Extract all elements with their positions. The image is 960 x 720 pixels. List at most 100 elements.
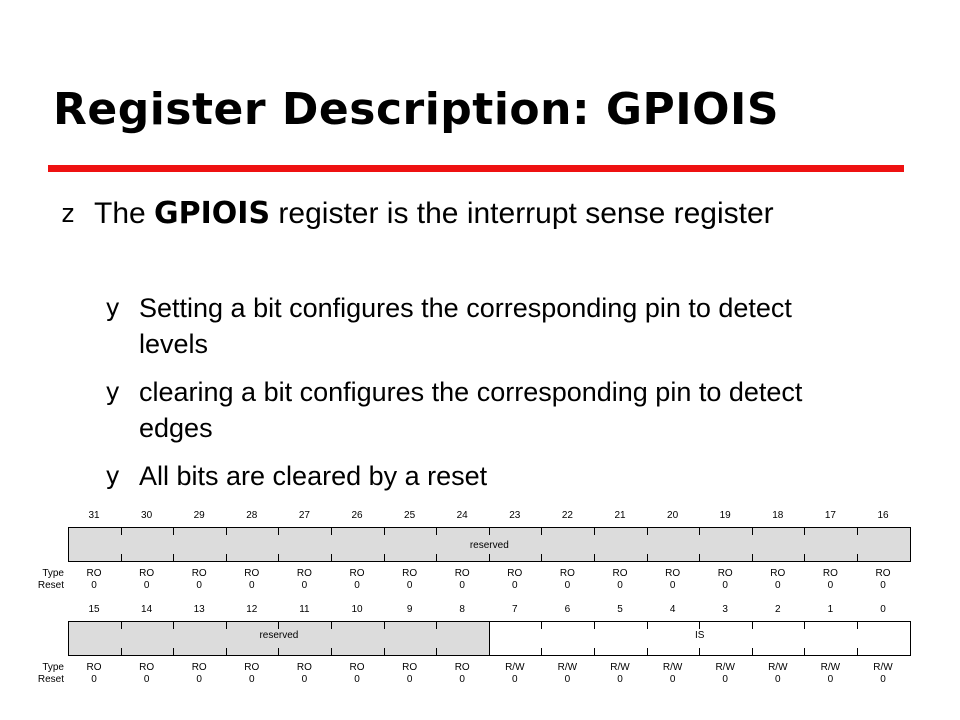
bit-divider-tick [488, 621, 490, 629]
bit-number: 27 [298, 510, 310, 521]
bit-divider-tick [331, 527, 332, 535]
bit-type: RO [665, 568, 681, 579]
bit-number: 9 [406, 604, 413, 615]
bit-reset: 0 [669, 580, 676, 591]
bit-divider-tick [751, 554, 753, 562]
bit-divider-tick [225, 554, 227, 562]
bit-reset: 0 [301, 580, 308, 591]
sub-bullet-text: All bits are cleared by a reset [139, 461, 488, 491]
bit-type: RO [296, 662, 312, 673]
bit-reset: 0 [196, 674, 202, 685]
bit-number: 21 [614, 510, 626, 521]
bit-divider-tick [751, 527, 753, 535]
bit-divider-tick [488, 527, 490, 535]
bit-divider-tick [173, 554, 175, 562]
bit-type: RO [244, 662, 260, 673]
bit-reset: 0 [459, 674, 465, 685]
bit-number: 13 [193, 604, 205, 615]
bit-divider-tick [594, 621, 595, 629]
field-label: IS [694, 630, 705, 641]
bit-number: 5 [617, 604, 623, 615]
bit-number: 7 [512, 604, 518, 615]
bit-number: 26 [351, 510, 363, 521]
bullet-main-post: register is the interrupt sense register [270, 197, 774, 230]
bit-reset: 0 [91, 674, 97, 685]
bit-divider-tick [699, 648, 701, 656]
bit-divider-tick [436, 621, 438, 629]
bit-divider-tick [646, 621, 648, 629]
bit-number: 4 [669, 604, 676, 615]
bit-type: RO [717, 568, 733, 579]
bit-divider-tick [173, 648, 175, 656]
bit-number: 1 [827, 604, 834, 615]
bit-type: RO [86, 568, 102, 579]
bit-number: 15 [88, 604, 100, 615]
bit-divider-tick [699, 621, 701, 629]
bit-reset: 0 [880, 674, 886, 685]
bit-reset: 0 [722, 580, 728, 591]
bit-reset: 0 [249, 580, 255, 591]
bit-divider-tick [278, 527, 280, 535]
bit-divider-tick [383, 648, 385, 656]
bit-divider-tick [120, 648, 122, 656]
field-label: reserved [469, 540, 509, 551]
bit-divider-tick [225, 527, 227, 535]
bit-type: RO [507, 568, 523, 579]
bit-reset: 0 [880, 580, 886, 591]
bit-divider-tick [436, 648, 438, 656]
bullet-main-text: The GPIOIS register is the interrupt sen… [94, 193, 774, 235]
bit-reset: 0 [301, 674, 308, 685]
bit-divider-tick [331, 554, 332, 562]
bit-divider-tick [541, 527, 543, 535]
bit-divider-tick [857, 554, 858, 562]
bit-number: 16 [877, 510, 889, 521]
bit-reset: 0 [617, 580, 623, 591]
bit-divider-tick [383, 621, 385, 629]
sub-bullet-1: y Setting a bit configures the correspon… [105, 290, 865, 362]
bit-type: RO [770, 568, 786, 579]
bit-divider-tick [594, 527, 595, 535]
sub-bullet-2: y clearing a bit configures the correspo… [105, 374, 865, 446]
bit-reset: 0 [775, 674, 781, 685]
bit-number: 29 [193, 510, 205, 521]
bit-type: RO [139, 662, 155, 673]
bit-reset: 0 [775, 580, 781, 591]
bit-divider-tick [225, 621, 227, 629]
bit-reset: 0 [143, 674, 150, 685]
bit-reset: 0 [459, 580, 465, 591]
bit-divider-tick [120, 554, 122, 562]
reset-label: Reset [37, 674, 64, 685]
bit-divider-tick [225, 648, 227, 656]
type-label: Type [42, 568, 64, 579]
bit-divider-tick [857, 621, 858, 629]
bit-divider-tick [857, 527, 858, 535]
bit-type: RO [139, 568, 155, 579]
bit-divider-tick [804, 621, 806, 629]
bit-divider-tick [804, 527, 806, 535]
bit-divider-tick [173, 527, 175, 535]
bit-type: RO [244, 568, 260, 579]
bit-divider-tick [646, 554, 648, 562]
bit-type: RO [402, 662, 418, 673]
bit-type: R/W [505, 662, 525, 673]
bullet-main-pre: The [94, 197, 155, 230]
bit-reset: 0 [406, 580, 413, 591]
bit-type: R/W [820, 662, 841, 673]
bit-type: R/W [610, 662, 630, 673]
bit-reset: 0 [354, 674, 360, 685]
bit-type: RO [454, 662, 470, 673]
title-underline [48, 165, 904, 172]
bit-divider-tick [488, 648, 490, 656]
bit-reset: 0 [617, 674, 623, 685]
bit-divider-tick [699, 554, 701, 562]
bit-divider-tick [331, 648, 332, 656]
bit-type: R/W [873, 662, 893, 673]
bit-type: R/W [662, 662, 683, 673]
bit-type: RO [349, 568, 365, 579]
bit-type: RO [822, 568, 838, 579]
bit-type: RO [191, 568, 207, 579]
bit-divider-tick [383, 554, 385, 562]
bit-number: 8 [459, 604, 465, 615]
bit-number: 11 [299, 604, 310, 615]
